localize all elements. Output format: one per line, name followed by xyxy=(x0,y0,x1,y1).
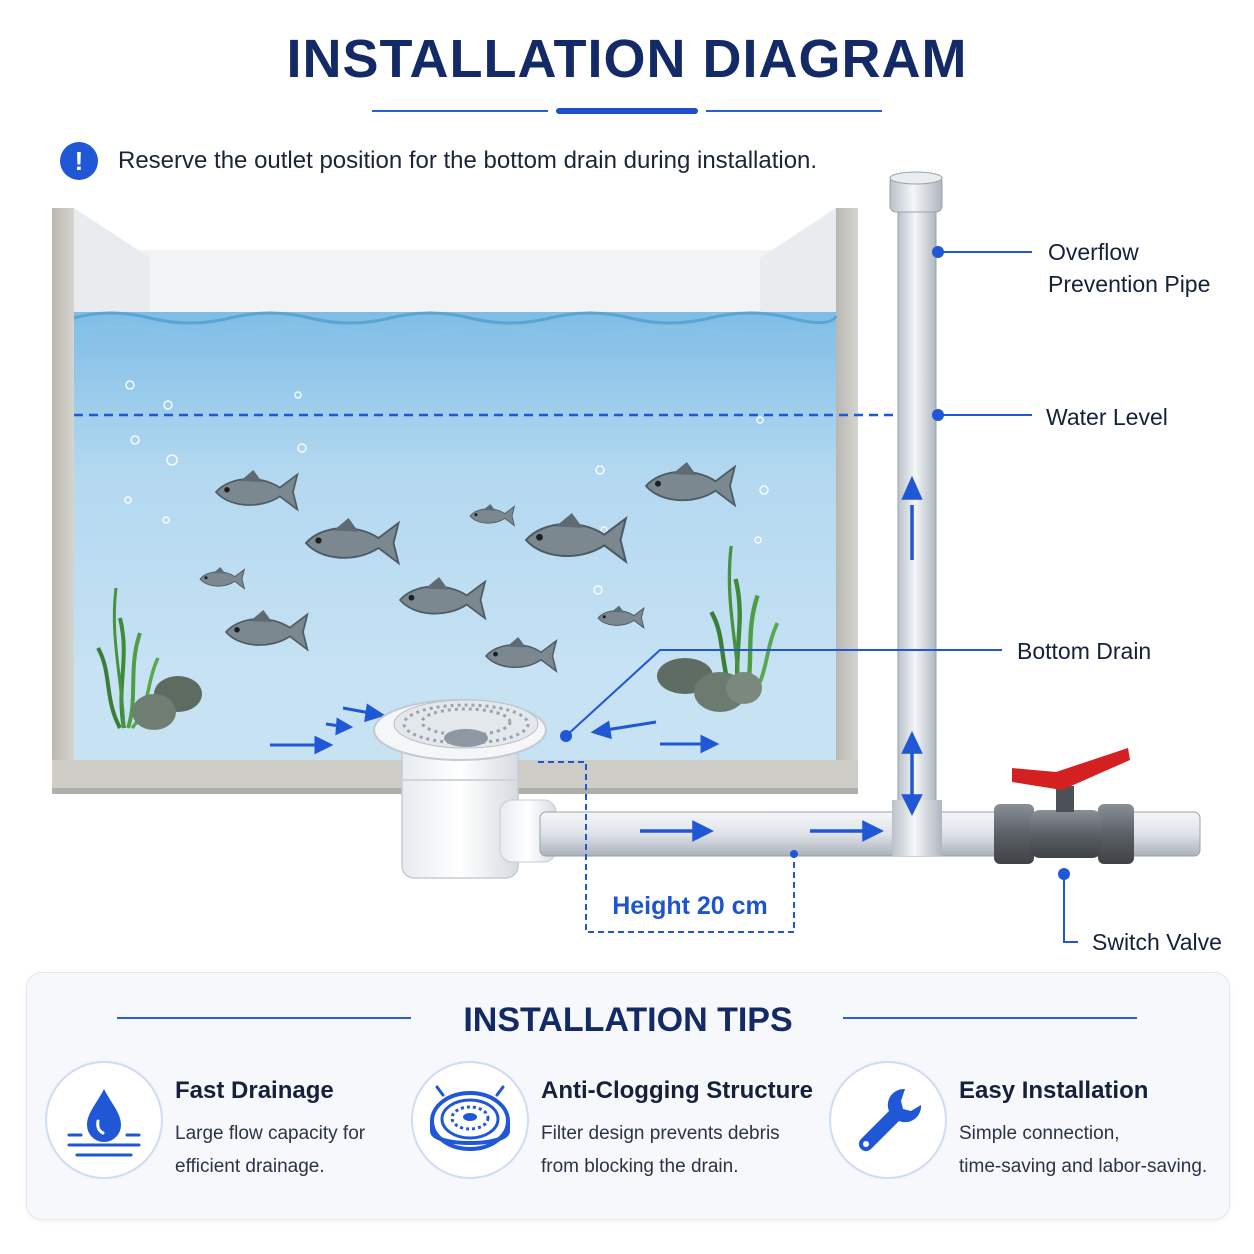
tip-desc-line2: efficient drainage. xyxy=(175,1156,325,1177)
tip-heading: Fast Drainage xyxy=(175,1077,334,1104)
tip-desc-line1: Large flow capacity for xyxy=(175,1123,366,1144)
title-rule-center xyxy=(556,108,698,114)
overflow-pipe-label: Overflow Prevention Pipe xyxy=(1048,236,1210,300)
notice-text: Reserve the outlet position for the bott… xyxy=(118,147,818,174)
tip-desc-line1: Simple connection, xyxy=(959,1123,1120,1144)
filter-grate-icon xyxy=(430,1085,510,1151)
tip-heading: Anti-Clogging Structure xyxy=(541,1077,813,1104)
tip-icon-circle xyxy=(45,1061,163,1179)
info-alert-icon: ! xyxy=(60,142,98,180)
installation-tips-panel: INSTALLATION TIPS Fast Drainage Large fl… xyxy=(26,972,1230,1220)
overflow-label-line2: Prevention Pipe xyxy=(1048,271,1211,297)
water-drop-icon xyxy=(67,1089,141,1157)
tip-description: Filter design prevents debris from block… xyxy=(541,1117,780,1183)
height-label: Height 20 cm xyxy=(612,892,768,920)
tip-description: Large flow capacity for efficient draina… xyxy=(175,1117,365,1183)
tips-title: INSTALLATION TIPS xyxy=(463,1001,793,1039)
tip-icon-circle xyxy=(411,1061,529,1179)
title-rule-right xyxy=(706,110,882,112)
tips-rule-right xyxy=(843,1017,1137,1019)
tips-rule-left xyxy=(117,1017,411,1019)
wrench-icon xyxy=(858,1088,922,1152)
water-level-label: Water Level xyxy=(1046,404,1168,430)
tip-desc-line2: time-saving and labor-saving. xyxy=(959,1156,1208,1177)
installation-scene xyxy=(52,171,1201,943)
install-notice: ! Reserve the outlet position for the bo… xyxy=(60,142,817,180)
overflow-label-line1: Overflow xyxy=(1048,239,1139,265)
tip-icon-circle xyxy=(829,1061,947,1179)
title-rule-left xyxy=(372,110,548,112)
tip-description: Simple connection, time-saving and labor… xyxy=(959,1117,1207,1183)
page-title: INSTALLATION DIAGRAM xyxy=(286,29,968,89)
switch-valve-label: Switch Valve xyxy=(1092,929,1222,955)
bottom-drain-label: Bottom Drain xyxy=(1017,638,1152,664)
tip-heading: Easy Installation xyxy=(959,1077,1149,1104)
tip-desc-line1: Filter design prevents debris xyxy=(541,1123,780,1144)
tip-desc-line2: from blocking the drain. xyxy=(541,1156,739,1177)
